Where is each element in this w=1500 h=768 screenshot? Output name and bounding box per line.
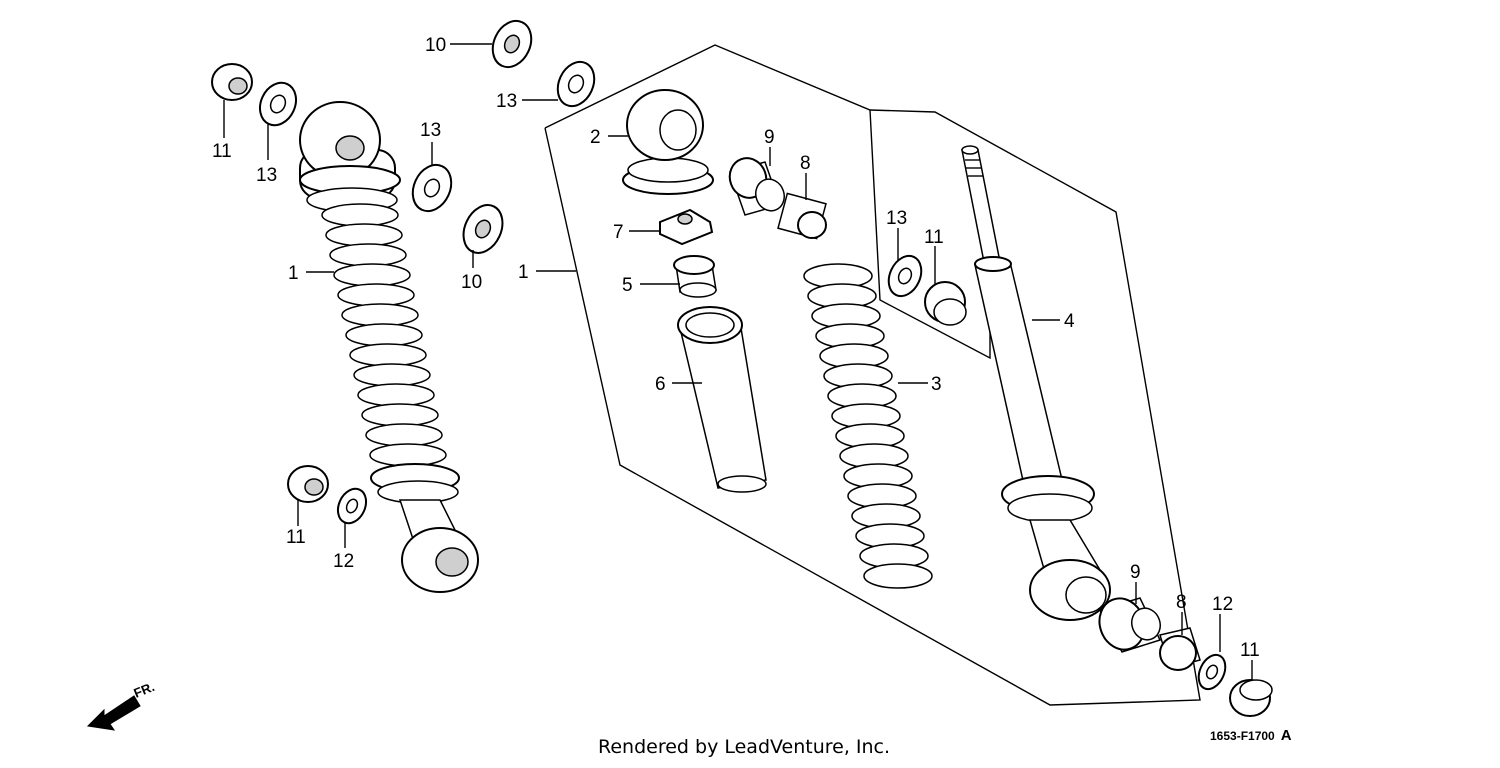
dust-cover-6[interactable] (677, 306, 767, 493)
washer-10-top[interactable] (486, 15, 539, 74)
leader-lines (223, 43, 1253, 680)
callout-11: 11 (1240, 640, 1260, 661)
nut-11-lower-left[interactable] (287, 465, 329, 503)
diagram-code: 1653-F1700 A (1210, 727, 1292, 744)
damper-4[interactable] (961, 145, 1111, 621)
diagram-code-number: 1653-F1700 (1210, 729, 1275, 743)
callout-1: 1 (518, 262, 529, 283)
shock-spring-coils (321, 203, 447, 467)
callout-13: 13 (496, 91, 517, 112)
callout-10: 10 (425, 35, 446, 56)
callout-4: 4 (1064, 311, 1075, 332)
callout-labels: 10 13 11 13 13 10 1 11 12 2 9 8 7 1 5 6 … (212, 35, 1260, 661)
callout-11: 11 (286, 527, 306, 548)
nut-11-top-left[interactable] (211, 63, 253, 101)
render-credit: Rendered by LeadVenture, Inc. (598, 736, 891, 758)
front-arrow-icon (86, 695, 141, 731)
callout-8: 8 (1176, 592, 1187, 613)
callout-1: 1 (288, 263, 299, 284)
washer-13-center[interactable] (883, 251, 928, 302)
washer-13-mid-left[interactable] (406, 159, 459, 218)
callout-9: 9 (1130, 562, 1141, 583)
nut-7[interactable] (659, 208, 714, 246)
callout-12: 12 (1212, 594, 1233, 615)
callout-8: 8 (800, 153, 811, 174)
washer-13-top-left[interactable] (253, 77, 302, 131)
spring-3[interactable] (803, 263, 933, 589)
nut-11-center[interactable] (924, 281, 967, 326)
nut-11-lower-right[interactable] (1229, 679, 1273, 717)
callout-13: 13 (420, 120, 441, 141)
washer-12-lower-left[interactable] (333, 484, 372, 528)
callout-12: 12 (333, 551, 354, 572)
front-direction-indicator: FR. (86, 679, 157, 731)
diagram-code-suffix: A (1280, 727, 1292, 744)
callout-9: 9 (764, 127, 775, 148)
callout-3: 3 (931, 374, 942, 395)
washer-10-mid-left[interactable] (456, 199, 510, 260)
assembly-outline (544, 44, 1201, 706)
front-direction-label: FR. (132, 679, 157, 701)
bushing-9-upper[interactable] (724, 153, 788, 216)
callout-5: 5 (622, 275, 633, 296)
callout-13: 13 (256, 165, 277, 186)
callout-10: 10 (461, 272, 482, 293)
bushing-9-lower[interactable] (1092, 592, 1164, 656)
callout-13: 13 (886, 208, 907, 229)
stopper-5[interactable] (673, 255, 717, 298)
callout-6: 6 (655, 374, 666, 395)
washer-12-lower-right[interactable] (1194, 651, 1231, 694)
shock-absorber-assembled[interactable] (299, 101, 479, 593)
callout-11: 11 (924, 227, 944, 248)
collar-8-upper[interactable] (777, 192, 827, 240)
callout-2: 2 (590, 127, 601, 148)
callout-11: 11 (212, 141, 232, 162)
washer-13-top[interactable] (551, 56, 601, 112)
callout-7: 7 (613, 222, 624, 243)
upper-mount-2[interactable] (622, 89, 714, 195)
sub-assembly-outline (869, 109, 991, 360)
collar-8-lower[interactable] (1159, 627, 1201, 671)
